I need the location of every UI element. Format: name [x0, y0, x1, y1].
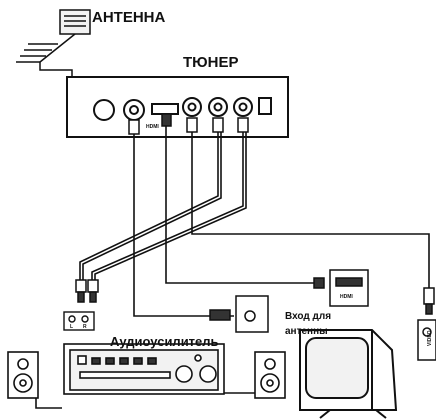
amp-rca-plugs [75, 279, 99, 303]
tuner-power-socket [258, 97, 272, 115]
amp-left-label: L [70, 324, 73, 330]
tv-video-port [417, 287, 436, 361]
speaker-left [7, 351, 39, 399]
tv-hdmi-label: HDMI [340, 294, 353, 300]
antenna-input-label: Вход для антенны [285, 309, 331, 339]
amp-input-jacks [63, 311, 95, 331]
antenna-input-label-line2: антенны [285, 326, 328, 337]
tuner-hdmi-port [151, 103, 179, 115]
tuner-box [66, 76, 289, 138]
cables [35, 126, 430, 409]
antenna-input-label-line1: Вход для [285, 311, 332, 322]
amplifier-label: Аудиоусилитель [110, 334, 219, 349]
tuner-rf-in-port [93, 99, 115, 121]
tuner-label: ТЮНЕР [183, 54, 239, 71]
amplifier [63, 343, 225, 395]
speaker-right [254, 351, 286, 399]
tv [299, 329, 398, 419]
tv-video-label: VIDEO [427, 330, 433, 346]
tuner-hdmi-label: HDMI [146, 124, 159, 130]
coax-plug [209, 295, 269, 333]
amp-right-label: R [83, 324, 87, 330]
tv-hdmi-port [313, 269, 369, 307]
antenna-label: АНТЕННА [92, 9, 166, 26]
